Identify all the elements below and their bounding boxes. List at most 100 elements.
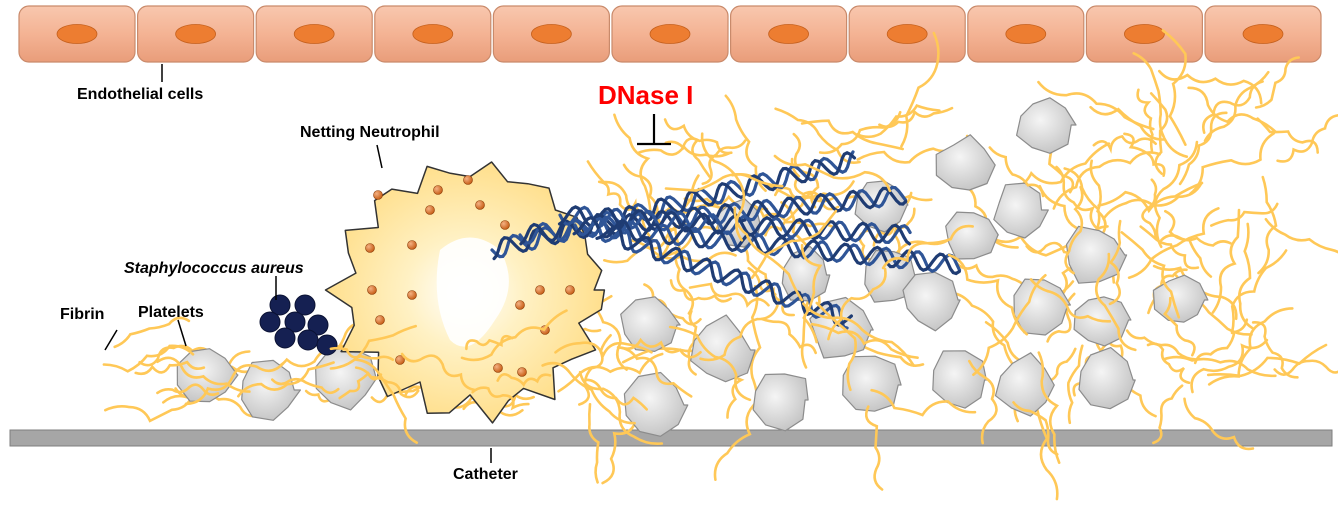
fibrin-strand: [587, 403, 600, 484]
fibrin-strand: [1146, 342, 1191, 385]
granule: [407, 240, 417, 250]
granule: [425, 205, 435, 215]
granule: [367, 285, 377, 295]
fibrin-strand: [597, 180, 649, 215]
dna-strand: [598, 227, 849, 330]
fibrin-strand: [1202, 80, 1264, 134]
fibrin-strand: [1162, 296, 1196, 357]
staphylococcus-cluster: [259, 294, 338, 356]
endothelial-cells-label: Endothelial cells: [77, 86, 204, 103]
neutrophil-nucleus: [436, 237, 509, 347]
platelet: [945, 211, 999, 260]
fibrin-strand: [1127, 207, 1220, 279]
fibrin-strand: [701, 139, 747, 186]
fibrin-strand: [584, 378, 648, 411]
fibrin-strand: [1139, 225, 1200, 270]
dna-strand: [492, 151, 857, 261]
platelet: [752, 373, 809, 432]
fibrin-strand: [156, 356, 251, 393]
fibrin-strand: [968, 359, 998, 445]
fibrin-strand: [1161, 29, 1187, 146]
fibrin-strand: [156, 383, 220, 397]
fibrin-strand: [669, 279, 732, 303]
platelet: [1016, 97, 1077, 154]
fibrin-strand: [1094, 252, 1137, 352]
bacterium: [307, 314, 329, 336]
fibrin-strand: [1237, 222, 1254, 330]
fibrin-strand: [578, 370, 664, 446]
catheter: [9, 429, 1333, 447]
fibrin-strand: [460, 309, 568, 362]
fibrin-strand: [1251, 321, 1299, 379]
fibrin-strand: [496, 373, 552, 388]
fibrin-strand: [878, 106, 954, 129]
fibrin-strand: [1187, 86, 1277, 133]
platelet: [1078, 347, 1136, 410]
fibrin-strand: [541, 361, 636, 425]
platelet: [1065, 225, 1128, 284]
fibrin-strand: [673, 223, 695, 315]
fibrin-strand: [864, 405, 884, 491]
fibrin-strand: [1052, 151, 1161, 210]
granule: [535, 285, 545, 295]
cell-nucleus: [412, 24, 454, 44]
granule: [515, 300, 525, 310]
platelet: [994, 352, 1055, 417]
fibrin-strand: [354, 358, 419, 444]
fibrin-strand: [800, 243, 823, 344]
fibrin-strand: [1254, 56, 1300, 109]
fibrin-strand: [1037, 351, 1061, 464]
cell-nucleus: [886, 24, 928, 44]
fibrin-strand: [1193, 318, 1249, 365]
fibrin-strand: [1152, 384, 1184, 445]
bacterium: [297, 329, 319, 351]
granule: [493, 363, 503, 373]
fibrin-strand: [1136, 88, 1154, 152]
granule: [433, 185, 443, 195]
dna-strand: [518, 185, 908, 245]
fibrin-strand: [465, 334, 514, 351]
granule: [407, 290, 417, 300]
fibrin-strand: [138, 344, 213, 367]
fibrin-strand: [1108, 219, 1122, 306]
fibrin-strand: [113, 316, 191, 349]
fibrin-strand: [790, 157, 840, 211]
netting-neutrophil: [324, 161, 606, 424]
fibrin-strand: [1211, 208, 1241, 314]
dna-strand: [573, 216, 962, 273]
granule: [395, 355, 405, 365]
fibrin-strand: [134, 360, 206, 376]
fibrin-strand: [237, 361, 335, 398]
granule: [375, 315, 385, 325]
fibrin-strand: [471, 386, 530, 411]
cell-nucleus: [175, 24, 217, 44]
fibrin-strand: [818, 110, 902, 155]
fibrin-strand: [1264, 217, 1338, 254]
staphylococcus-aureus-label: Staphylococcus aureus: [124, 260, 304, 277]
fibrin-strand: [773, 154, 892, 193]
fibrin-strand: [102, 344, 195, 373]
fibrin-strand: [1256, 117, 1319, 154]
fibrin-strand: [104, 394, 194, 423]
granule: [475, 200, 485, 210]
platelets-label: Platelets: [138, 304, 204, 321]
bacterium: [259, 311, 281, 333]
fibrin-strand: [1141, 178, 1158, 239]
fibrin-strand: [955, 261, 1031, 292]
fibrin-strand: [1257, 175, 1278, 275]
fibrin-strand: [1178, 111, 1228, 186]
fibrin-strand: [947, 253, 1029, 336]
fibrin-strand: [271, 377, 340, 395]
granule: [365, 243, 375, 253]
platelet: [932, 350, 987, 409]
fibrin-strand: [972, 274, 1047, 376]
platelet: [935, 134, 996, 191]
cell-nucleus: [1124, 24, 1165, 44]
bacterium: [294, 294, 316, 316]
fibrin-strand: [329, 324, 417, 370]
bacterium: [284, 311, 306, 333]
fibrin-strand: [1132, 52, 1166, 139]
dna-strand: [572, 215, 961, 276]
granule: [373, 190, 383, 200]
